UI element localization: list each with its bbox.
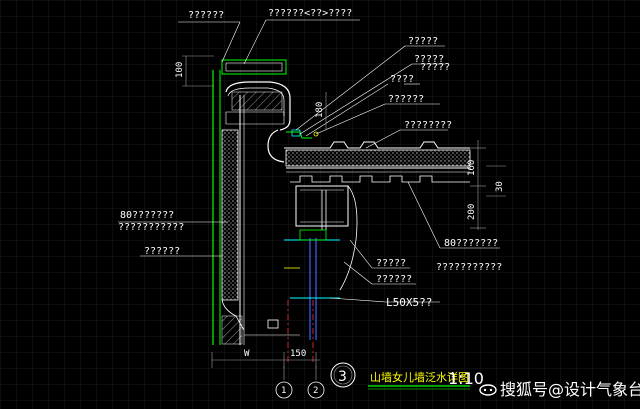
roof-section — [267, 129, 471, 291]
callout-right-10: ?????? — [376, 274, 412, 285]
axis-bubble-2: 2 — [307, 366, 325, 399]
callout-right-2: ????? — [414, 54, 444, 65]
callout-right-6: ???????? — [404, 120, 452, 131]
dimension-180: 180 — [315, 102, 325, 118]
title-block: 3 山墙女儿墙泛水详图 1:10 — [330, 362, 484, 390]
dimension-30: 30 — [495, 181, 505, 192]
dimension-200: 200 — [467, 204, 477, 220]
callout-right-9: ????? — [376, 258, 406, 269]
callout-left-3: ?????? — [144, 246, 180, 257]
wall-section — [212, 59, 300, 345]
callout-right-11: L50X5?? — [386, 296, 432, 309]
dimension-100: 100 — [175, 62, 185, 78]
detail-number: 3 — [338, 369, 347, 385]
dimension-lines — [182, 55, 506, 368]
dimension-150: 150 — [290, 349, 306, 359]
callout-right-1: ????? — [408, 36, 438, 47]
leader-lines — [118, 19, 500, 303]
axis-label-1: 1 — [281, 386, 286, 396]
steel-column — [284, 229, 340, 362]
callout-right-5: ?????? — [388, 94, 424, 105]
watermark: 搜狐号@设计气象台 — [478, 376, 640, 400]
callout-right-3: ????? — [420, 62, 450, 73]
watermark-text: 搜狐号@设计气象台 — [500, 380, 640, 399]
callout-right-7: 80??????? — [444, 238, 498, 249]
axis-bubble-1: 1 — [275, 366, 293, 399]
drawing-scale: 1:10 — [448, 369, 484, 388]
callout-top-left: ?????? — [188, 10, 224, 21]
drawing-title: 山墙女儿墙泛水详图 — [370, 370, 469, 384]
dimension-160: 160 — [467, 160, 477, 176]
sohu-logo-icon — [479, 384, 497, 396]
callout-top-mid: ??????<??>???? — [268, 8, 352, 19]
dimension-w: W — [244, 349, 250, 359]
callout-right-8: ??????????? — [436, 262, 502, 273]
callout-left-1: 80??????? — [120, 210, 174, 221]
callout-right-4: ???? — [390, 74, 414, 85]
axis-label-2: 2 — [313, 386, 318, 396]
callout-left-2: ??????????? — [118, 222, 184, 233]
